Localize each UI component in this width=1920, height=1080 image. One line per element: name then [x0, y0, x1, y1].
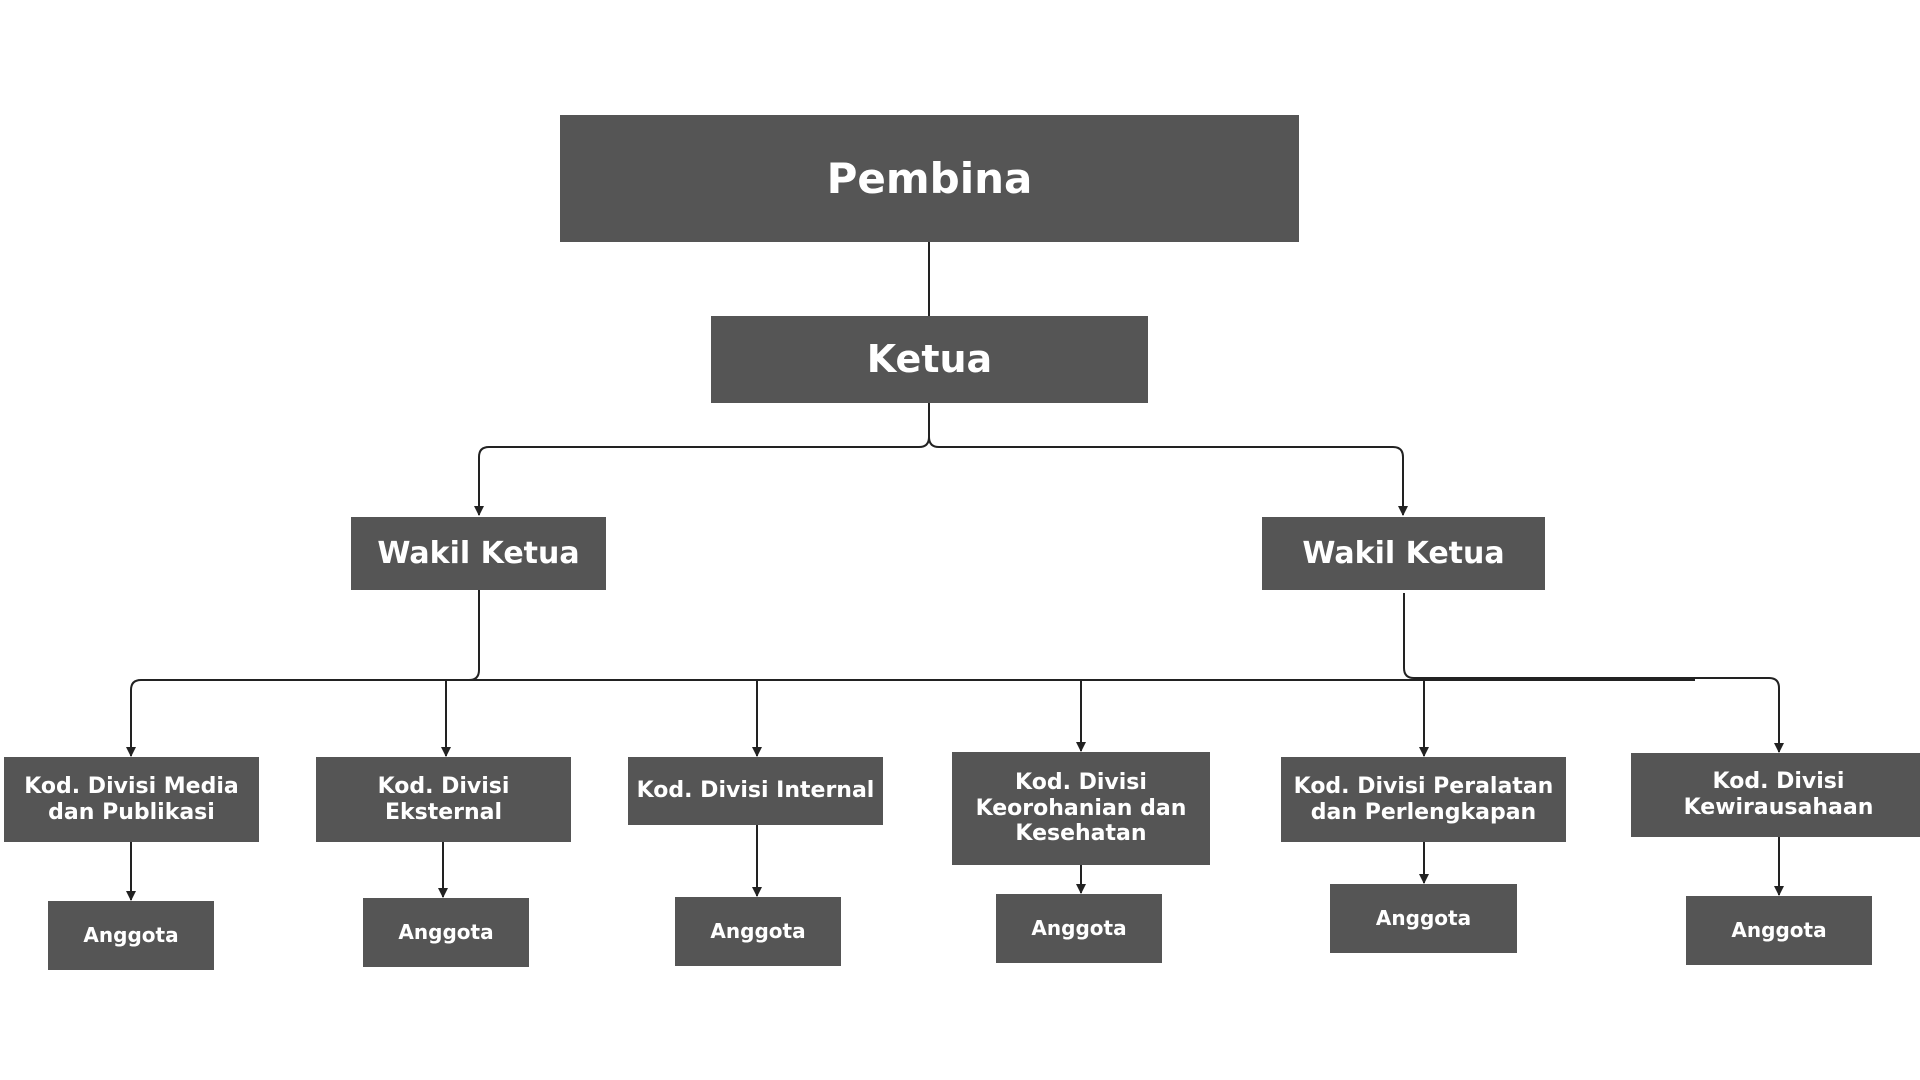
- node-division-media-label: Kod. Divisi Media dan Publikasi: [24, 773, 239, 825]
- connector-drop-media: [126, 679, 142, 757]
- connector-wakil-left-bus: [468, 590, 480, 681]
- node-division-internal-label: Kod. Divisi Internal: [636, 778, 875, 804]
- node-wakil-ketua-right-label: Wakil Ketua: [1302, 535, 1505, 571]
- node-anggota-media-label: Anggota: [83, 922, 179, 947]
- node-anggota-internal: Anggota: [675, 897, 841, 966]
- node-pembina: Pembina: [560, 115, 1299, 242]
- connector-ketua-wakil-right: [928, 403, 1408, 516]
- node-division-keorohanian-label: Kod. Divisi Keorohanian dan Kesehatan: [975, 769, 1187, 847]
- node-anggota-kewirausahaan-label: Anggota: [1731, 917, 1827, 942]
- node-division-kewirausahaan-label: Kod. Divisi Kewirausahaan: [1683, 769, 1874, 820]
- node-division-eksternal: Kod. Divisi Eksternal: [316, 757, 571, 842]
- node-division-internal: Kod. Divisi Internal: [628, 757, 883, 825]
- node-division-keorohanian: Kod. Divisi Keorohanian dan Kesehatan: [952, 752, 1210, 865]
- node-wakil-ketua-left-label: Wakil Ketua: [377, 535, 580, 571]
- connector-wakil-right-bus: [1403, 593, 1784, 753]
- connector-ketua-wakil-left: [474, 403, 930, 516]
- node-division-kewirausahaan: Kod. Divisi Kewirausahaan: [1631, 753, 1920, 837]
- node-wakil-ketua-right: Wakil Ketua: [1262, 517, 1545, 590]
- node-wakil-ketua-left: Wakil Ketua: [351, 517, 606, 590]
- node-anggota-internal-label: Anggota: [710, 918, 806, 943]
- node-anggota-keorohanian: Anggota: [996, 894, 1162, 963]
- node-anggota-media: Anggota: [48, 901, 214, 970]
- node-anggota-keorohanian-label: Anggota: [1031, 915, 1127, 940]
- node-ketua: Ketua: [711, 316, 1148, 403]
- node-division-peralatan: Kod. Divisi Peralatan dan Perlengkapan: [1281, 757, 1566, 842]
- node-anggota-peralatan-label: Anggota: [1375, 905, 1472, 930]
- node-anggota-peralatan: Anggota: [1330, 884, 1517, 953]
- node-anggota-eksternal: Anggota: [363, 898, 529, 967]
- node-anggota-eksternal-label: Anggota: [398, 919, 494, 944]
- node-ketua-label: Ketua: [866, 337, 993, 382]
- node-pembina-label: Pembina: [826, 153, 1033, 203]
- node-division-media: Kod. Divisi Media dan Publikasi: [4, 757, 259, 842]
- node-anggota-kewirausahaan: Anggota: [1686, 896, 1872, 965]
- node-division-peralatan-label: Kod. Divisi Peralatan dan Perlengkapan: [1293, 773, 1554, 825]
- node-division-eksternal-label: Kod. Divisi Eksternal: [377, 773, 510, 825]
